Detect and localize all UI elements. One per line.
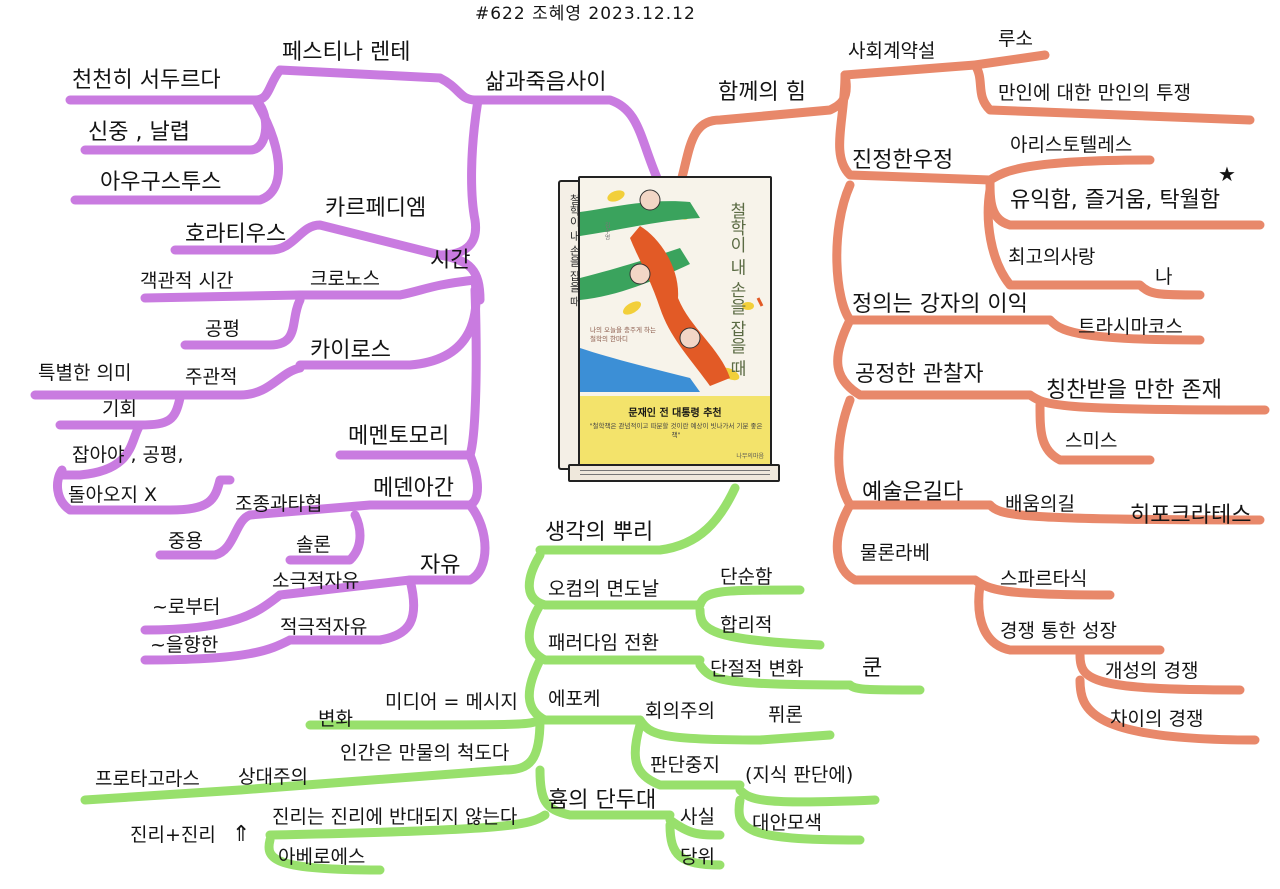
node-kairos: 카이로스: [310, 338, 391, 363]
node-positive-freedom: 적극적자유: [280, 616, 368, 638]
double-up-arrow-icon: ⇑: [232, 822, 251, 847]
green-branches: [80, 483, 925, 875]
band-title: 문재인 전 대통령 추천: [628, 408, 722, 419]
node-change: 변화: [318, 708, 353, 730]
node-time: 시간: [430, 248, 471, 273]
node-ought: 당위: [680, 846, 715, 868]
node-kuhn: 쿤: [862, 656, 883, 681]
node-from: ~로부터: [152, 596, 221, 618]
node-aristotle: 아리스토텔레스: [1010, 134, 1133, 156]
node-carpe-diem: 카르페디엠: [325, 196, 427, 221]
node-fair: 공평: [205, 318, 240, 340]
node-social-contract: 사회계약설: [848, 40, 936, 62]
publisher: 나무의마음: [736, 453, 764, 460]
book-image: 철학이 내 손을 잡을 때 김수영 철학이 내 손을 잡을 때: [558, 174, 780, 492]
node-media-message: 미디어 = 메시지: [385, 691, 518, 713]
node-memento-mori: 메멘토모리: [348, 424, 450, 449]
node-negative-freedom: 소극적자유: [272, 570, 360, 592]
node-thrasymachus: 트라시마코스: [1078, 316, 1183, 338]
book-cover: 김수영 철학이 내 손을 잡을 때 나의 오늘을 충주게 하는 철학의 한마디 …: [578, 176, 772, 468]
purple-branches: [30, 65, 665, 665]
node-true-friendship: 진정한우정: [852, 148, 954, 173]
node-horatius: 호라티우스: [185, 222, 287, 247]
node-find-alternatives: 대안모색: [752, 812, 822, 834]
header-label: #622 조혜영 2023.12.12: [475, 4, 696, 24]
node-root-roots-of-thought: 생각의 뿌리: [545, 520, 654, 545]
node-impartial-spectator: 공정한 관찰자: [855, 362, 984, 387]
spine-title: 철학이 내 손을 잡을 때: [568, 194, 581, 307]
node-subjective: 주관적: [185, 366, 238, 388]
node-path-of-learning: 배움의길: [1005, 493, 1075, 515]
node-hume-guillotine: 흄의 단두대: [548, 788, 657, 813]
node-protagoras: 프로타고라스: [95, 768, 200, 790]
node-ockham-razor: 오컴의 면도날: [548, 578, 659, 600]
node-hippocrates: 히포크라테스: [1130, 503, 1252, 528]
node-must-catch: 잡아야 , 공평,: [72, 444, 184, 466]
node-augustus: 아우구스투스: [100, 170, 222, 195]
cover-subtitle-line: 나의 오늘을 충주게 하는: [590, 326, 656, 334]
cover-title: 철학이 내 손을 잡을 때: [726, 202, 746, 377]
node-slowly-hurry: 천천히 서두르다: [72, 68, 221, 93]
node-discontinuous-change: 단절적 변화: [710, 658, 804, 680]
node-no-return: 돌아오지 X: [68, 484, 157, 506]
node-smith: 스미스: [1065, 430, 1118, 452]
node-skepticism: 회의주의: [645, 700, 715, 722]
node-man-measure: 인간은 만물의 척도다: [340, 742, 510, 764]
node-sparta: 스파르타식: [1000, 568, 1088, 590]
node-special-meaning: 특별한 의미: [38, 362, 132, 384]
node-growth-through-competition: 경쟁 통한 성장: [1000, 620, 1117, 642]
node-chronos: 크로노스: [310, 268, 380, 290]
node-festina-lente: 페스티나 렌테: [282, 40, 411, 65]
orange-branches: [675, 50, 1270, 745]
node-epoche: 에포케: [548, 688, 601, 710]
node-root-together: 함께의 힘: [718, 80, 806, 105]
node-relativism: 상대주의: [238, 766, 308, 788]
cover-illustration: [580, 189, 764, 392]
cover-subtitle: 나의 오늘을 충주게 하는 철학의 한마디: [590, 326, 656, 344]
node-truth-not-oppose: 진리는 진리에 반대되지 않는다: [272, 806, 518, 828]
node-toward: ~을향한: [150, 634, 219, 656]
node-freedom: 자유: [420, 553, 461, 578]
node-solon: 솔론: [296, 534, 331, 556]
book-pages: [568, 464, 780, 482]
node-simplicity: 단순함: [720, 566, 773, 588]
node-competition-of-individuality: 개성의 경쟁: [1105, 660, 1199, 682]
node-paradigm-shift: 패러다임 전환: [548, 632, 659, 654]
star-icon: ★: [1218, 162, 1236, 186]
node-praiseworthy: 칭찬받을 만한 존재: [1046, 378, 1222, 403]
node-fact: 사실: [680, 806, 715, 828]
node-supreme-love: 최고의사랑: [1008, 246, 1096, 268]
node-moderation: 중용: [168, 530, 203, 552]
node-truth-plus-truth: 진리+진리: [130, 824, 216, 846]
node-meden-agan: 메덴아간: [373, 476, 454, 501]
node-justice-stronger: 정의는 강자의 이익: [852, 292, 1028, 317]
band-quote: "철학책은 관념적이고 따분할 것이란 예상이 빗나가서 기분 좋은 책": [589, 422, 763, 439]
node-rational: 합리적: [720, 614, 773, 636]
node-control-compromise: 조종과타협: [235, 493, 323, 515]
node-art-is-long: 예술은길다: [862, 480, 964, 505]
node-war-of-all: 만인에 대한 만인의 투쟁: [998, 82, 1191, 104]
node-pyrrho: 퓌론: [768, 704, 803, 726]
node-rousseau: 루소: [998, 28, 1033, 50]
node-opportunity: 기회: [102, 398, 137, 420]
node-averroes: 아베로에스: [278, 846, 366, 868]
node-on-knowledge-judgment: (지식 판단에): [745, 764, 854, 786]
node-self: 나: [1155, 266, 1173, 288]
node-useful-pleasant-excellent: 유익함, 즐거움, 탁월함: [1010, 188, 1221, 213]
node-careful-quick: 신중 , 날렵: [88, 120, 190, 145]
cover-subtitle-line: 철학의 한마디: [590, 335, 628, 343]
node-cobra: 물론라베: [860, 542, 930, 564]
node-suspension: 판단중지: [650, 754, 720, 776]
node-root-life-death: 삶과죽음사이: [485, 70, 607, 95]
node-objective-time: 객관적 시간: [140, 270, 234, 292]
cover-author: 김수영: [603, 222, 610, 240]
cover-band: 문재인 전 대통령 추천 "철학책은 관념적이고 따분할 것이란 예상이 빗나가…: [580, 396, 770, 466]
node-competition-of-difference: 차이의 경쟁: [1110, 708, 1204, 730]
